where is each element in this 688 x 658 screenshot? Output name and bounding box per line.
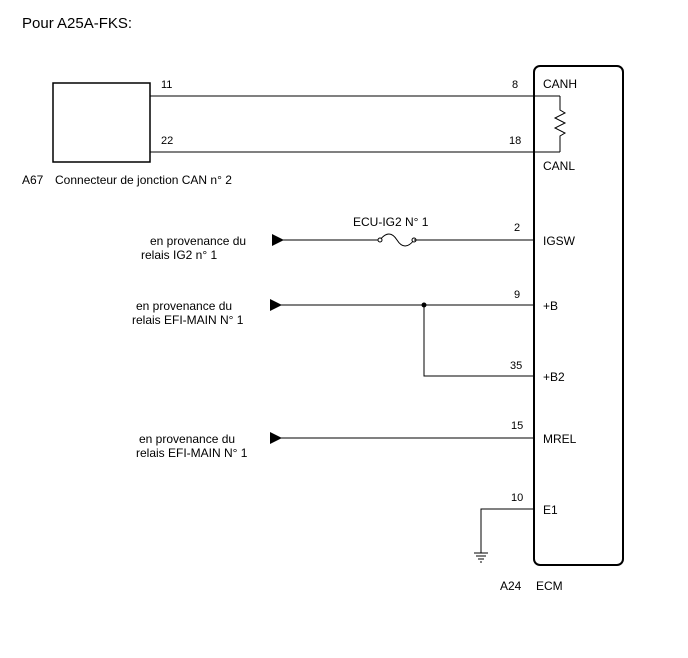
diagram-title: Pour A25A-FKS: bbox=[22, 15, 132, 32]
terminal-b2: +B2 bbox=[543, 370, 565, 384]
connector-name: Connecteur de jonction CAN n° 2 bbox=[55, 173, 232, 187]
source-2-line1: en provenance du bbox=[136, 299, 232, 313]
ecm-box bbox=[533, 65, 624, 566]
b2-wire bbox=[423, 305, 534, 377]
connector-pin-top: 11 bbox=[161, 79, 172, 91]
fuse-label: ECU-IG2 N° 1 bbox=[353, 215, 429, 229]
terminal-e1: E1 bbox=[543, 503, 558, 517]
e1-wire bbox=[480, 508, 534, 553]
source-3-line2: relais EFI-MAIN N° 1 bbox=[136, 446, 248, 460]
connector-pin-bottom: 22 bbox=[161, 135, 173, 147]
source-1-line1: en provenance du bbox=[150, 234, 246, 248]
pin-e1: 10 bbox=[511, 492, 523, 504]
pin-igsw: 2 bbox=[514, 222, 520, 234]
connector-code: A67 bbox=[22, 173, 44, 187]
junction-connector-box bbox=[52, 82, 151, 163]
source-3-line1: en provenance du bbox=[139, 432, 235, 446]
ecm-code: A24 bbox=[500, 579, 522, 593]
fuse-icon bbox=[379, 233, 415, 247]
pin-canh: 8 bbox=[512, 79, 518, 91]
terminal-b: +B bbox=[543, 299, 558, 313]
pin-canl: 18 bbox=[509, 135, 521, 147]
terminal-canl: CANL bbox=[543, 159, 575, 173]
pin-b: 9 bbox=[514, 289, 520, 301]
source-2-line2: relais EFI-MAIN N° 1 bbox=[132, 313, 244, 327]
pin-b2: 35 bbox=[510, 360, 522, 372]
source-1-line2: relais IG2 n° 1 bbox=[141, 248, 217, 262]
terminal-igsw: IGSW bbox=[543, 234, 576, 248]
ground-icon bbox=[474, 552, 488, 563]
pin-mrel: 15 bbox=[511, 420, 523, 432]
termination-resistor bbox=[553, 96, 567, 152]
fuse-terminal-left bbox=[377, 237, 383, 243]
terminal-mrel: MREL bbox=[543, 432, 577, 446]
terminal-canh: CANH bbox=[543, 77, 577, 91]
ecm-name: ECM bbox=[536, 579, 563, 593]
